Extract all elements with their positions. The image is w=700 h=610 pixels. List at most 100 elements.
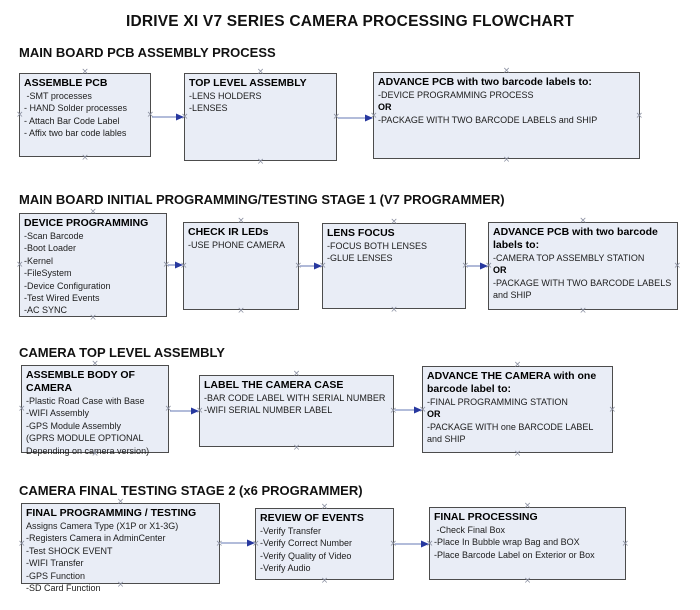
box-lens-focus: × × × × LENS FOCUS -FOCUS BOTH LENSES -G…: [319, 218, 469, 315]
connector-handle-w: ×: [18, 404, 26, 414]
box-title: ADVANCE THE CAMERA with one barcode labe…: [427, 370, 597, 395]
box-line: -Device Configuration: [24, 280, 111, 291]
box-label-camera-case: × × × × LABEL THE CAMERA CASE -BAR CODE …: [196, 370, 397, 453]
connector-handle-s: ×: [256, 157, 265, 167]
box-line: Assigns Camera Type (X1P or X1-3G): [26, 521, 179, 531]
box-line: -GLUE LENSES: [327, 253, 393, 264]
box-final-programming-testing: × × × × FINAL PROGRAMMING / TESTING Assi…: [18, 498, 223, 594]
flow-arrow: [170, 407, 199, 415]
box-title: REVIEW OF EVENTS: [260, 512, 364, 524]
box-line: -Verify Quality of Video: [260, 550, 352, 561]
box-line: -BAR CODE LABEL WITH SERIAL NUMBER: [204, 393, 386, 403]
connector-handle-w: ×: [196, 406, 204, 416]
box-title: LENS FOCUS: [327, 227, 395, 239]
box-assemble-body-of-camera: × × × × ASSEMBLE BODY OF CAMERA -Plastic…: [18, 360, 172, 459]
connector-handle-s: ×: [502, 155, 511, 165]
box-line: -Test Wired Events: [24, 293, 100, 304]
box-title: TOP LEVEL ASSEMBLY: [189, 77, 307, 89]
flow-arrow: [338, 114, 373, 122]
connector-handle-n: ×: [237, 216, 245, 226]
connector-handle-n: ×: [91, 359, 99, 369]
box-line: -Registers Camera in AdminCenter: [26, 533, 166, 544]
connector-handle-s: ×: [513, 449, 522, 459]
connector-handle-e: ×: [673, 261, 681, 271]
box-line: -DEVICE PROGRAMMING PROCESS: [378, 90, 534, 100]
box-check-ir-leds: × × × × CHECK IR LEDs -USE PHONE CAMERA: [180, 217, 302, 316]
connector-handle-e: ×: [389, 406, 397, 416]
box-title: ADVANCE PCB with two barcode labels to:: [378, 76, 592, 88]
box-advance-pcb-two-labels-2: × × × × ADVANCE PCB with two barcode lab…: [485, 217, 681, 316]
connector-handle-e: ×: [635, 110, 643, 121]
page-title: IDRIVE XI V7 SERIES CAMERA PROCESSING FL…: [125, 13, 575, 30]
box-line: -LENSES: [189, 103, 228, 114]
section-heading-final-testing: CAMERA FINAL TESTING STAGE 2 (x6 PROGRAM…: [19, 483, 363, 498]
box-device-programming: × × × × DEVICE PROGRAMMING -Scan Barcode…: [16, 208, 170, 323]
box-line: -WIFI Assembly: [26, 408, 90, 419]
connector-handle-e: ×: [215, 538, 223, 549]
box-title: ASSEMBLE PCB: [24, 77, 108, 89]
connector-handle-s: ×: [523, 576, 532, 586]
box-assemble-pcb: × × × × ASSEMBLE PCB -SMT processes - HA…: [16, 68, 154, 163]
box-line: -PACKAGE WITH TWO BARCODE LABELS and SHI…: [493, 277, 674, 301]
box-line: -WIFI Transfer: [26, 558, 84, 569]
box-line: -Verify Correct Number: [260, 538, 353, 549]
connector-handle-w: ×: [370, 110, 378, 121]
connector-handle-n: ×: [116, 497, 125, 507]
box-title: FINAL PROCESSING: [434, 511, 538, 523]
connector-handle-n: ×: [320, 502, 329, 512]
box-title: DEVICE PROGRAMMING: [24, 217, 149, 229]
box-line: -Verify Audio: [260, 563, 311, 574]
connector-handle-n: ×: [89, 207, 97, 217]
connector-handle-s: ×: [320, 576, 329, 586]
section-heading-pcb-assembly: MAIN BOARD PCB ASSEMBLY PROCESS: [19, 45, 276, 60]
box-title: FINAL PROGRAMMING / TESTING: [26, 507, 197, 519]
box-line: -PACKAGE WITH TWO BARCODE LABELS and SHI…: [378, 114, 598, 125]
connector-handle-s: ×: [81, 153, 89, 163]
box-line: -Kernel: [24, 255, 54, 266]
box-line: Depending on camera version): [26, 445, 150, 456]
connector-handle-e: ×: [164, 404, 172, 414]
box-line: -FOCUS BOTH LENSES: [327, 241, 428, 251]
connector-handle-n: ×: [579, 216, 587, 226]
connector-handle-e: ×: [461, 261, 469, 271]
box-title: CHECK IR LEDs: [188, 226, 269, 238]
connector-handle-e: ×: [621, 538, 629, 549]
connector-handle-s: ×: [579, 306, 587, 316]
box-line: -SMT processes: [24, 91, 92, 101]
connector-handle-e: ×: [332, 112, 340, 122]
box-line: - Affix two bar code lables: [24, 128, 127, 139]
box-line-or: OR: [427, 409, 441, 420]
connector-handle-w: ×: [252, 539, 260, 549]
box-advance-pcb-two-labels-1: × × × × ADVANCE PCB with two barcode lab…: [370, 67, 643, 165]
box-line: (GPRS MODULE OPTIONAL: [26, 433, 144, 444]
connector-handle-n: ×: [390, 217, 398, 227]
connector-handle-e: ×: [146, 110, 154, 120]
flow-arrow: [152, 113, 184, 121]
box-line: -PACKAGE WITH one BARCODE LABEL and SHIP: [427, 421, 596, 445]
box-line-or: OR: [378, 102, 392, 113]
box-line: -CAMERA TOP ASSEMBLY STATION: [493, 253, 645, 263]
connector-handle-w: ×: [16, 260, 24, 270]
connector-handle-n: ×: [502, 66, 511, 76]
box-line: -SD Card Function: [26, 583, 101, 594]
box-line: -Scan Barcode: [24, 231, 84, 241]
box-top-level-assembly: × × × × TOP LEVEL ASSEMBLY -LENS HOLDERS…: [181, 68, 340, 167]
flow-arrow: [395, 540, 429, 548]
flow-arrow: [395, 406, 422, 414]
flow-arrow: [300, 262, 322, 270]
connector-handle-n: ×: [292, 369, 301, 379]
connector-handle-w: ×: [485, 261, 493, 271]
box-line: -Check Final Box: [434, 525, 506, 535]
box-line-or: OR: [493, 265, 507, 276]
connector-handle-e: ×: [608, 404, 616, 415]
box-advance-camera-one-label: × × × × ADVANCE THE CAMERA with one barc…: [419, 361, 616, 459]
connector-handle-n: ×: [81, 67, 89, 77]
box-line: -FileSystem: [24, 268, 72, 279]
box-line: -Plastic Road Case with Base: [26, 396, 145, 406]
box-line: -Place Barcode Label on Exterior or Box: [434, 549, 595, 560]
flow-arrow: [221, 539, 255, 547]
box-final-processing: × × × × FINAL PROCESSING -Check Final Bo…: [426, 502, 629, 586]
connector-handle-w: ×: [426, 538, 434, 549]
box-line: -USE PHONE CAMERA: [188, 240, 286, 250]
